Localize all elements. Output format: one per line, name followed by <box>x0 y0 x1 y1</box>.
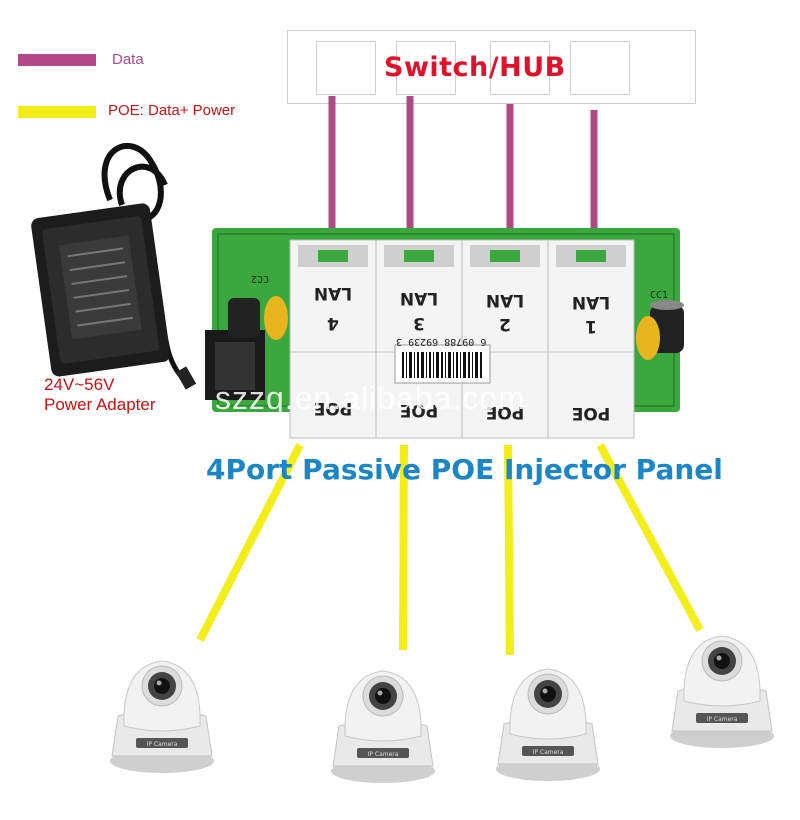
ip-camera-2 <box>330 670 436 784</box>
poe-cable-4 <box>596 443 704 632</box>
port-3-lan-label: LAN <box>399 288 439 308</box>
power-adapter <box>31 142 197 390</box>
poe-cables <box>196 443 704 656</box>
svg-text:CC1: CC1 <box>650 290 668 301</box>
port-4-lan-label: LAN <box>313 283 353 303</box>
switch-port-1 <box>316 41 376 95</box>
adapter-voltage-label: 24V~56V <box>44 375 115 394</box>
ip-camera-3 <box>495 668 601 782</box>
panel-title: 4Port Passive POE Injector Panel <box>206 453 723 486</box>
poe-legend-label: POE: Data+ Power <box>108 102 236 119</box>
svg-text:CC2: CC2 <box>251 273 269 284</box>
switch-port-2 <box>396 41 456 95</box>
barcode-number: 6 09788 69239 3 <box>396 336 487 347</box>
ip-camera-4 <box>669 635 775 749</box>
jack-column-2 <box>461 239 549 439</box>
data-legend-label: Data <box>112 51 144 68</box>
rj45-jacks <box>289 239 635 439</box>
barcode-bars <box>402 352 482 378</box>
port-2-number: 2 <box>499 314 511 334</box>
data-legend-swatch <box>18 54 96 66</box>
port-1-lan-label: LAN <box>571 292 611 312</box>
poe-cable-1 <box>196 443 304 642</box>
poe-cable-3 <box>504 444 514 656</box>
port-4-number: 4 <box>327 313 339 333</box>
poe-cable-2 <box>399 444 408 651</box>
port-1-poe-label: POE <box>571 403 611 423</box>
poe-legend-swatch <box>18 106 96 118</box>
adapter-name-label: Power Adapter <box>44 395 156 414</box>
jack-column-1 <box>547 239 635 439</box>
switch-hub-box <box>287 30 696 104</box>
jack-column-4 <box>289 239 377 439</box>
watermark: szzq.en.alibaba.com <box>215 380 526 416</box>
switch-port-4 <box>570 41 630 95</box>
port-3-number: 3 <box>413 313 425 333</box>
port-1-number: 1 <box>585 316 597 336</box>
switch-hub-title: Switch/HUB <box>384 52 566 83</box>
switch-port-3 <box>490 41 550 95</box>
jack-column-3 <box>375 239 463 439</box>
ip-camera-1 <box>109 660 215 774</box>
data-cables <box>328 96 598 248</box>
port-2-lan-label: LAN <box>485 290 525 310</box>
